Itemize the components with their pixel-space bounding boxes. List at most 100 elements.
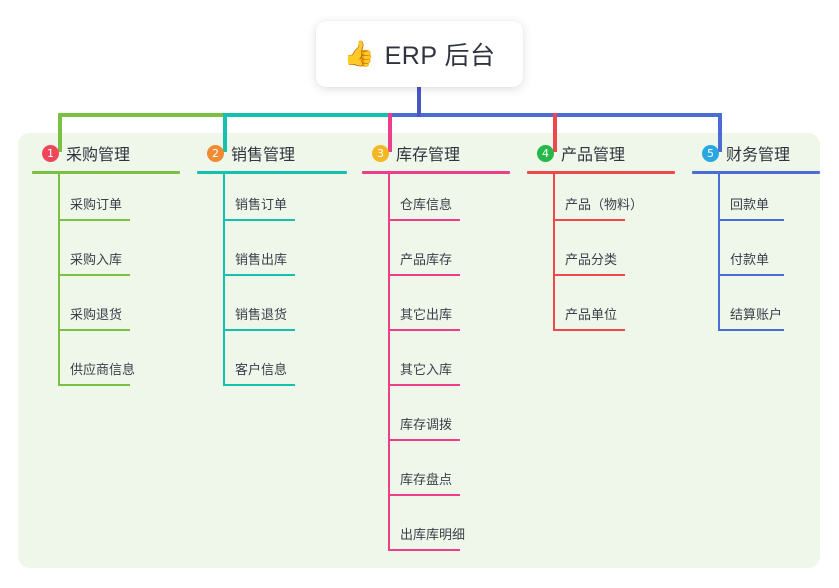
bus-segment-2 — [223, 113, 392, 117]
root-title: ERP 后台 — [384, 42, 496, 70]
branch-item[interactable]: 付款单 — [692, 229, 820, 284]
branch-item-label: 销售出库 — [235, 252, 288, 267]
branch-item[interactable]: 采购订单 — [32, 174, 180, 229]
branch-header-4[interactable]: 4 产品管理 — [527, 140, 675, 166]
branch-item[interactable]: 产品分类 — [527, 229, 675, 284]
branch-column-1: 1 采购管理采购订单采购入库采购退货供应商信息 — [32, 140, 180, 394]
branch-item-underline — [388, 549, 460, 551]
branch-underline — [527, 171, 675, 174]
branch-item[interactable]: 客户信息 — [197, 339, 347, 394]
branch-trunk — [718, 174, 720, 331]
branch-number-badge: 1 — [42, 144, 59, 162]
branch-item-underline — [388, 329, 460, 331]
branch-item-label: 其它出库 — [400, 307, 453, 322]
branch-items: 仓库信息产品库存其它出库其它入库库存调拨库存盘点出库库明细 — [362, 174, 510, 559]
branch-item[interactable]: 产品（物料） — [527, 174, 675, 229]
branch-number-badge: 4 — [537, 144, 554, 162]
branch-item-label: 回款单 — [730, 197, 770, 212]
branch-underline — [32, 171, 180, 174]
branch-item[interactable]: 结算账户 — [692, 284, 820, 339]
branch-item-underline — [388, 219, 460, 221]
branch-items: 产品（物料） 产品分类产品单位 — [527, 174, 675, 339]
branch-item[interactable]: 仓库信息 — [362, 174, 510, 229]
branch-item[interactable]: 产品库存 — [362, 229, 510, 284]
branch-trunk — [388, 174, 390, 551]
branch-item[interactable]: 库存盘点 — [362, 449, 510, 504]
branch-item-label: 销售订单 — [235, 197, 288, 212]
bus-segment-3 — [388, 113, 557, 117]
branch-item-label: 客户信息 — [235, 362, 288, 377]
branch-item[interactable]: 销售出库 — [197, 229, 347, 284]
branch-item-underline — [58, 274, 130, 276]
branch-item-label: 产品（物料） — [565, 197, 644, 212]
branch-item[interactable]: 库存调拨 — [362, 394, 510, 449]
branch-trunk — [553, 174, 555, 331]
branch-header-2[interactable]: 2 销售管理 — [197, 140, 347, 166]
branch-item[interactable]: 供应商信息 — [32, 339, 180, 394]
branch-item-underline — [223, 384, 295, 386]
branch-item-label: 库存调拨 — [400, 417, 453, 432]
branch-items: 回款单付款单结算账户 — [692, 174, 820, 339]
drop-stem-4 — [553, 113, 557, 152]
branch-item-underline — [58, 219, 130, 221]
branch-item[interactable]: 销售退货 — [197, 284, 347, 339]
branch-item-underline — [58, 329, 130, 331]
branch-item-underline — [388, 439, 460, 441]
branch-item-underline — [223, 219, 295, 221]
branch-item-underline — [718, 219, 784, 221]
branch-item-underline — [388, 384, 460, 386]
branch-title: 采购管理 — [66, 147, 131, 164]
branch-item-underline — [388, 494, 460, 496]
branch-item[interactable]: 销售订单 — [197, 174, 347, 229]
branch-title: 销售管理 — [231, 147, 296, 164]
branch-column-4: 4 产品管理产品（物料） 产品分类产品单位 — [527, 140, 675, 339]
branch-item-label: 采购入库 — [70, 252, 123, 267]
branch-item[interactable]: 其它入库 — [362, 339, 510, 394]
branch-underline — [362, 171, 510, 174]
branch-trunk — [223, 174, 225, 386]
branch-item-label: 采购退货 — [70, 307, 123, 322]
branch-item-underline — [553, 274, 625, 276]
drop-stem-2 — [223, 113, 227, 152]
branch-column-5: 5 财务管理回款单付款单结算账户 — [692, 140, 820, 339]
branch-items: 采购订单采购入库采购退货供应商信息 — [32, 174, 180, 394]
branch-item-label: 产品库存 — [400, 252, 453, 267]
branch-item[interactable]: 产品单位 — [527, 284, 675, 339]
branch-item[interactable]: 回款单 — [692, 174, 820, 229]
root-node[interactable]: 👍 ERP 后台 — [316, 21, 523, 87]
branch-item-label: 出库库明细 — [400, 527, 466, 542]
branch-item-underline — [718, 329, 784, 331]
branch-underline — [692, 171, 820, 174]
branch-column-2: 2 销售管理销售订单销售出库销售退货客户信息 — [197, 140, 347, 394]
branch-item[interactable]: 出库库明细 — [362, 504, 510, 559]
branch-underline — [197, 171, 347, 174]
branch-header-3[interactable]: 3 库存管理 — [362, 140, 510, 166]
branch-item-underline — [553, 329, 625, 331]
bus-segment-4 — [553, 113, 722, 117]
branch-item[interactable]: 其它出库 — [362, 284, 510, 339]
branch-title: 产品管理 — [561, 147, 626, 164]
branch-item-underline — [553, 219, 625, 221]
branch-header-1[interactable]: 1 采购管理 — [32, 140, 180, 166]
branch-title: 财务管理 — [726, 147, 791, 164]
branch-item-label: 供应商信息 — [70, 362, 136, 377]
bus-segment-1 — [58, 113, 227, 117]
branch-number-badge: 2 — [207, 144, 224, 162]
branch-number-badge: 3 — [372, 144, 389, 162]
branch-item-label: 仓库信息 — [400, 197, 453, 212]
branch-item-label: 结算账户 — [730, 307, 783, 322]
branch-item-label: 其它入库 — [400, 362, 453, 377]
branch-item-underline — [223, 329, 295, 331]
drop-stem-1 — [58, 113, 62, 152]
branch-item-underline — [223, 274, 295, 276]
branch-header-5[interactable]: 5 财务管理 — [692, 140, 820, 166]
branch-item-label: 产品分类 — [565, 252, 618, 267]
branch-title: 库存管理 — [396, 147, 461, 164]
branch-item[interactable]: 采购退货 — [32, 284, 180, 339]
branch-items: 销售订单销售出库销售退货客户信息 — [197, 174, 347, 394]
root-stem — [417, 85, 421, 117]
branch-item-label: 销售退货 — [235, 307, 288, 322]
branch-item[interactable]: 采购入库 — [32, 229, 180, 284]
branch-number-badge: 5 — [702, 144, 719, 162]
